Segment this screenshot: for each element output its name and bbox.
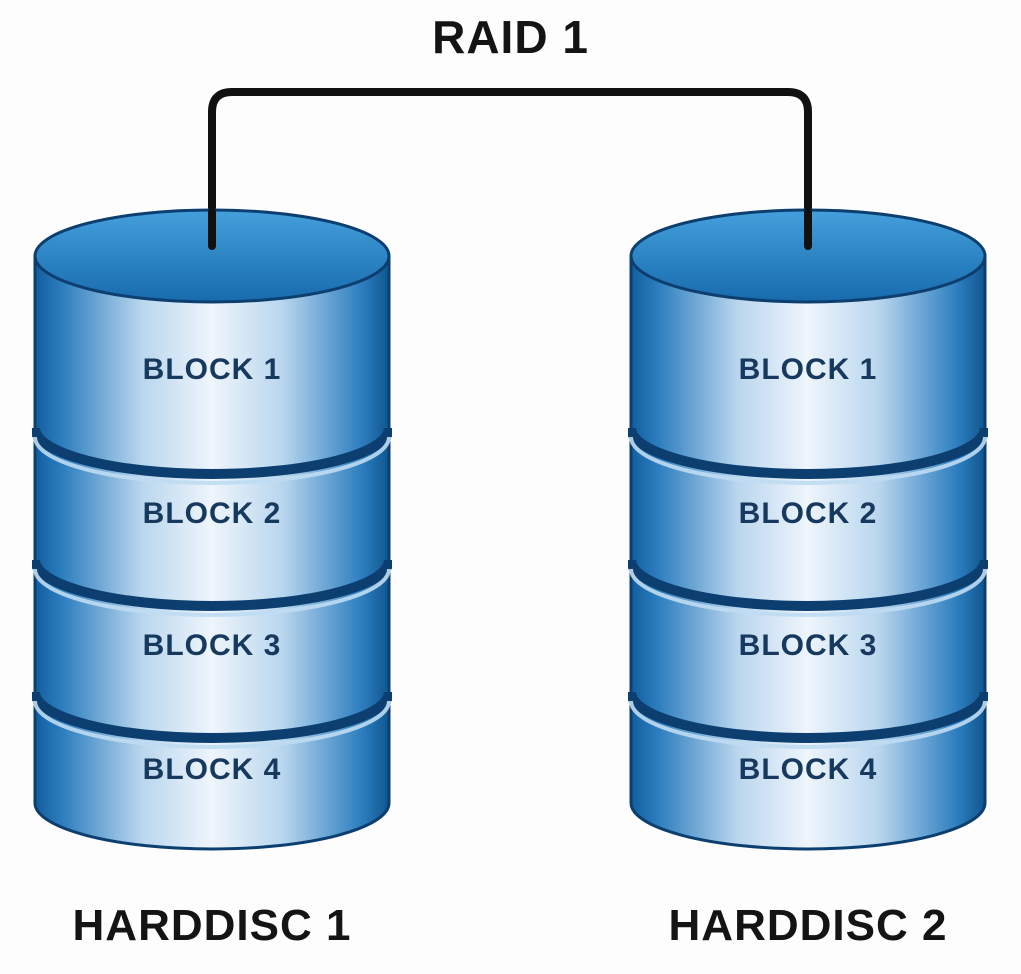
raid-title: RAID 1: [432, 11, 589, 63]
harddisk-2-label: HARDDISC 2: [668, 901, 948, 950]
block-label: BLOCK 1: [142, 353, 282, 386]
harddisk-2-cylinder: [628, 208, 988, 851]
block-label: BLOCK 4: [142, 753, 282, 786]
cylinder-seams: [628, 427, 988, 749]
cylinder-seams: [32, 427, 392, 749]
block-label: BLOCK 1: [738, 353, 878, 386]
block-label: BLOCK 2: [738, 497, 878, 530]
block-label: BLOCK 4: [738, 753, 878, 786]
block-label: BLOCK 3: [738, 629, 878, 662]
harddisk-1-label: HARDDISC 1: [72, 901, 352, 950]
cylinder-body: [629, 254, 987, 851]
harddisk-1-cylinder: [32, 208, 392, 851]
block-label: BLOCK 3: [142, 629, 282, 662]
block-label: BLOCK 2: [142, 497, 282, 530]
cylinder-body: [33, 254, 391, 851]
